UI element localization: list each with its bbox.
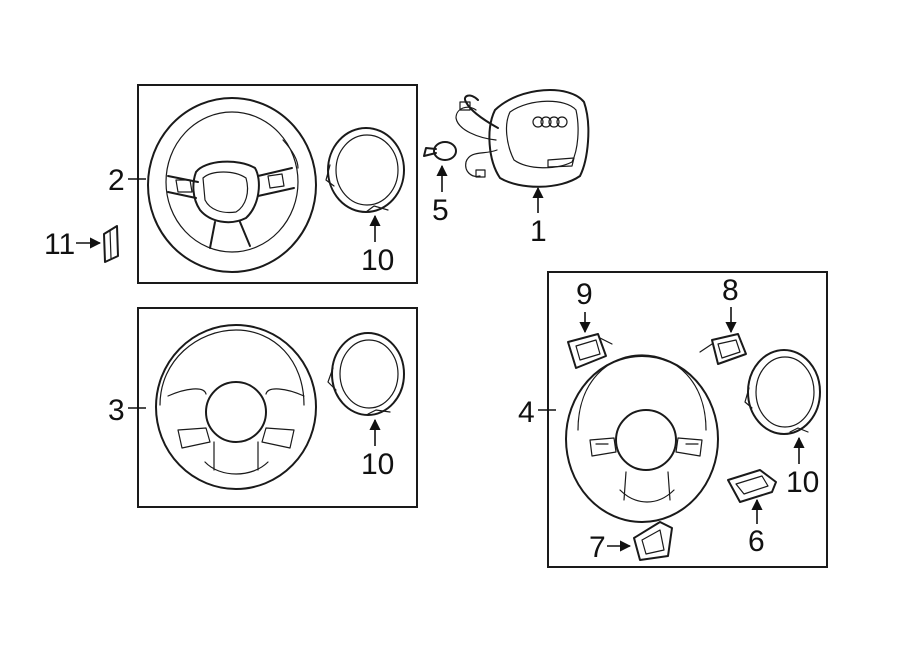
trim-ring-10c: 10 — [744, 349, 821, 499]
trim-ring-10b — [327, 332, 405, 416]
part-8-switch: 8 — [699, 274, 747, 365]
callout-2: 2 — [108, 164, 125, 197]
panel-3: 3 10 — [108, 307, 418, 508]
part-1-airbag: 1 — [455, 89, 590, 248]
callout-5: 5 — [432, 194, 449, 227]
callout-8: 8 — [722, 274, 739, 307]
callout-6: 6 — [748, 525, 765, 558]
steering-wheel-2 — [147, 97, 317, 273]
part-5-bolt: 5 — [423, 141, 457, 227]
callout-10-a: 10 — [361, 244, 394, 277]
callout-9: 9 — [576, 278, 593, 311]
part-7-switch: 7 — [589, 521, 673, 564]
panel-2: 2 10 — [108, 84, 418, 284]
part-9-switch: 9 — [567, 278, 613, 369]
callout-1: 1 — [530, 215, 547, 248]
callout-4: 4 — [518, 396, 535, 429]
callout-11: 11 — [44, 228, 75, 261]
steering-wheel-3 — [155, 324, 317, 490]
part-11-bracket: 11 — [44, 225, 119, 263]
callout-10-c: 10 — [786, 466, 819, 499]
part-6-switch: 6 — [727, 469, 777, 558]
callout-10-b: 10 — [361, 448, 394, 481]
trim-ring-10a — [325, 127, 405, 213]
callout-7: 7 — [589, 531, 606, 564]
audi-logo-icon — [532, 116, 568, 128]
callout-3: 3 — [108, 394, 125, 427]
panel-4: 9 8 10 6 7 — [518, 271, 828, 568]
steering-wheel-4 — [565, 354, 719, 523]
